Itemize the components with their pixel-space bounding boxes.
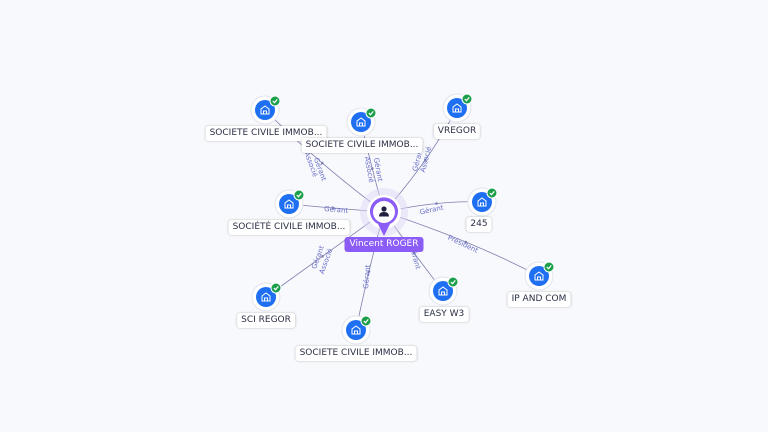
company-label[interactable]: SOCIETE CIVILE IMMOB... [205, 126, 327, 141]
company-label[interactable]: SOCIETE CIVILE IMMOB... [301, 138, 423, 153]
node-circle [447, 98, 467, 118]
node-circle [529, 266, 549, 286]
edge-arrow [320, 161, 324, 165]
company-label[interactable]: VREGOR [433, 124, 481, 139]
person-icon [379, 206, 389, 217]
person-node[interactable] [360, 188, 408, 236]
company-node[interactable] [428, 276, 459, 306]
node-circle [279, 194, 299, 214]
person-label[interactable]: Vincent ROGER [344, 237, 424, 252]
check-icon [293, 189, 305, 201]
company-label[interactable]: SOCIÉTÉ CIVILE IMMOB... [228, 220, 350, 235]
company-label[interactable]: EASY W3 [419, 307, 469, 322]
building-icon [477, 197, 487, 207]
check-icon [365, 107, 377, 119]
building-icon [452, 103, 462, 113]
company-node[interactable] [467, 187, 498, 217]
building-icon [438, 286, 448, 296]
edge-arrow [321, 254, 324, 258]
edge-role-label: Gérant [362, 264, 372, 289]
edge-arrow [423, 158, 427, 162]
check-icon [543, 261, 555, 273]
company-label[interactable]: SCI REGOR [237, 313, 295, 328]
node-circle [351, 112, 371, 132]
node-circle [255, 100, 275, 120]
edge-arrow [331, 206, 335, 210]
check-icon [486, 187, 498, 199]
company-label[interactable]: IP AND COM [507, 292, 571, 307]
company-node[interactable] [524, 261, 555, 291]
check-icon [461, 93, 473, 105]
edge-arrow [435, 202, 438, 205]
node-circle [256, 287, 276, 307]
company-node[interactable] [250, 95, 281, 125]
building-icon [261, 292, 271, 302]
company-node[interactable] [341, 315, 372, 345]
node-circle [346, 320, 366, 340]
check-icon [360, 315, 372, 327]
building-icon [284, 199, 294, 209]
building-icon [356, 117, 366, 127]
check-icon [270, 282, 282, 294]
company-node[interactable] [346, 107, 377, 137]
company-label[interactable]: 245 [466, 217, 492, 232]
building-icon [534, 271, 544, 281]
edge-arrow [370, 167, 374, 170]
edge-role-label: Gérant [324, 205, 349, 215]
edge-arrow [412, 251, 416, 255]
company-node[interactable] [274, 189, 305, 219]
check-icon [269, 95, 281, 107]
edge-arrow [367, 270, 371, 273]
node-circle [472, 192, 492, 212]
node-circle [433, 281, 453, 301]
edge-role-label: Président [446, 234, 479, 255]
building-icon [351, 325, 361, 335]
company-node[interactable] [442, 93, 473, 123]
company-node[interactable] [251, 282, 282, 312]
company-label[interactable]: SOCIETE CIVILE IMMOB... [295, 346, 417, 361]
edge-arrow [464, 240, 468, 244]
check-icon [447, 276, 459, 288]
building-icon [260, 105, 270, 115]
